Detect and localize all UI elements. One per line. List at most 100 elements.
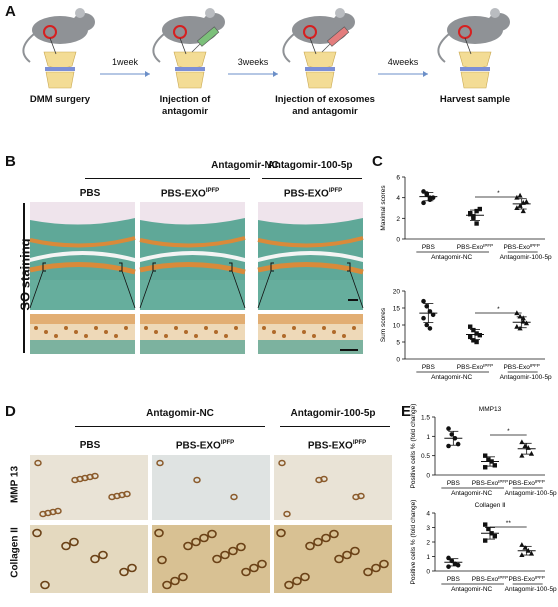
data-point <box>430 312 436 318</box>
interval-label-2: 3weeks <box>237 57 269 67</box>
zoom-line <box>121 270 136 309</box>
data-point <box>446 555 451 561</box>
chondrocyte-dot <box>194 334 198 338</box>
arrowhead-icon <box>145 71 150 77</box>
mouse-ear-icon <box>335 8 345 18</box>
needle-icon <box>191 43 201 53</box>
data-point <box>446 443 451 449</box>
chondrocyte-dot <box>322 326 326 330</box>
stained-lacuna <box>199 533 209 543</box>
data-point <box>449 432 455 437</box>
data-point <box>519 552 525 558</box>
chondrocyte-dot <box>342 334 346 338</box>
stained-lacuna <box>191 537 201 547</box>
stained-lacuna <box>334 554 344 564</box>
chondrocyte-dot <box>332 330 336 334</box>
stained-lacuna <box>40 580 50 590</box>
y-tick-label: 5 <box>396 340 400 347</box>
stained-lacuna <box>292 576 302 586</box>
data-point <box>474 331 479 336</box>
panel-label-e: E <box>401 403 412 420</box>
data-point <box>468 324 473 329</box>
data-point <box>427 309 433 314</box>
significance-marker: ** <box>506 520 512 527</box>
joint-space <box>258 251 363 262</box>
group-label-nc: Antagomir-NC <box>451 490 492 497</box>
stained-lacuna <box>228 546 238 556</box>
data-point <box>483 465 488 470</box>
data-point <box>523 320 530 326</box>
stained-lacuna <box>98 550 108 560</box>
mmp13-image-bg <box>274 455 392 520</box>
zoom-line <box>29 270 44 309</box>
zoom-bracket <box>42 262 123 272</box>
y-tick-label: 4 <box>426 511 430 518</box>
category-label: PBS <box>447 576 461 583</box>
subchondral-region <box>30 280 135 310</box>
cartilage-band-lower <box>139 261 246 275</box>
chondrocyte-dot <box>84 334 88 338</box>
mouse-tail-icon <box>282 33 295 63</box>
tibia-icon <box>305 71 335 89</box>
data-point <box>517 192 523 198</box>
chondrocyte-dot <box>64 326 68 330</box>
stained-lacuna <box>90 554 100 564</box>
data-point <box>523 199 530 204</box>
stained-lacuna <box>241 567 251 577</box>
zoom-line <box>349 270 364 309</box>
positive-cell <box>34 459 42 467</box>
category-label: PBS-ExoIPFP <box>508 479 544 488</box>
zoom-cartilage-band <box>258 314 363 324</box>
syringe-icon <box>197 26 220 47</box>
so-image-col-2 <box>139 202 246 354</box>
chondrocyte-dot <box>104 330 108 334</box>
chondrocyte-dot <box>204 326 208 330</box>
data-point <box>468 334 473 340</box>
category-label: PBS-ExoIPFP <box>503 363 539 372</box>
y-tick-label: 3 <box>426 525 430 532</box>
step-caption-1: DMM surgery <box>29 94 91 105</box>
interval-label-1: 1week <box>111 57 138 67</box>
stained-lacuna <box>321 533 331 543</box>
collagen-image-3 <box>274 525 392 593</box>
data-point <box>424 322 430 328</box>
so-image-col-1 <box>29 202 136 354</box>
group-label-nc: Antagomir-NC <box>431 374 472 381</box>
chondrocyte-dot <box>94 326 98 330</box>
d-group-right-title: Antagomir-100-5p <box>290 408 376 419</box>
stained-lacuna <box>170 576 180 586</box>
stained-lacuna <box>313 537 323 547</box>
step-caption-4: Harvest sample <box>439 94 511 105</box>
data-point <box>455 562 461 568</box>
positive-cell <box>278 459 286 467</box>
positive-cell <box>283 510 291 518</box>
pointer-line-icon <box>179 37 187 55</box>
tibia-icon <box>45 71 75 89</box>
chart-title: Collagen Ⅱ <box>475 502 506 509</box>
stained-lacuna <box>363 567 373 577</box>
data-point <box>519 542 525 547</box>
stained-lacuna <box>236 542 246 552</box>
b-group-right-line <box>262 178 362 179</box>
workflow-illustrations <box>22 8 510 89</box>
stained-lacuna <box>69 537 79 547</box>
panel-label-c: C <box>372 153 383 170</box>
mmp13-image-bg <box>152 455 270 520</box>
step-caption-2: Injection of antagomir <box>159 94 211 117</box>
positive-cell <box>193 476 201 484</box>
chondrocyte-dot <box>272 330 276 334</box>
step-illustration-2 <box>152 8 225 89</box>
significance-marker: * <box>507 428 510 435</box>
bone-region <box>30 202 135 225</box>
b-group-right-title: Antagomir-100-5p <box>267 160 353 171</box>
data-point <box>528 550 535 556</box>
b-group-left-line <box>85 178 250 179</box>
positive-cell <box>357 492 365 500</box>
cartilage-band-upper <box>139 236 246 248</box>
mouse-ear-icon <box>75 8 85 18</box>
zoom-bone-band <box>258 340 363 354</box>
stained-lacuna <box>183 541 193 551</box>
femur-icon <box>173 51 207 69</box>
y-axis-label: Maximal scores <box>380 185 387 231</box>
category-label: PBS-ExoIPFP <box>508 575 544 584</box>
